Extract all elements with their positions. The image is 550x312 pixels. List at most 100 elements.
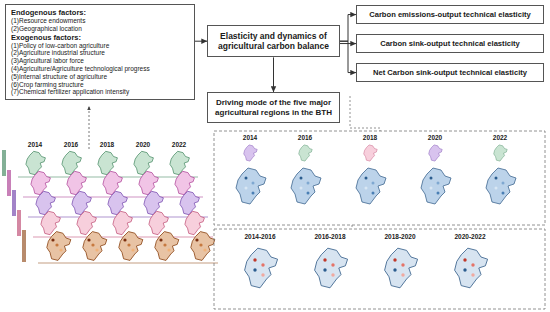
period-label: 2014-2016 <box>243 233 276 240</box>
year-label: 2022 <box>492 134 508 141</box>
map-dot <box>253 268 256 271</box>
map-dot <box>331 273 334 276</box>
map-dot <box>252 182 255 185</box>
map-dot <box>463 268 466 271</box>
region-map <box>41 211 61 234</box>
map-dot <box>245 177 248 180</box>
box-label: Elasticity and dynamics of agricultural … <box>213 31 334 51</box>
map-dot <box>463 258 466 261</box>
year-label: 2020 <box>135 141 151 148</box>
region-map <box>149 211 169 234</box>
side-tab <box>7 170 11 196</box>
region-map <box>72 191 92 214</box>
map-dot <box>323 258 326 261</box>
region-map <box>155 232 179 261</box>
factor-item: (6)Crop farming structure <box>11 81 189 89</box>
region-map <box>191 232 215 261</box>
map-dot <box>323 268 326 271</box>
layer-base <box>38 263 218 264</box>
side-tab <box>12 190 16 216</box>
region-map <box>67 171 87 194</box>
region-map <box>486 168 516 204</box>
region-map <box>385 248 418 288</box>
factor-item: (5)Internal structure of agriculture <box>11 73 189 81</box>
region-map <box>291 168 321 204</box>
region-map <box>36 191 56 214</box>
output-box: Net Carbon sink-output technical elastic… <box>356 63 544 82</box>
dashed-leader <box>352 225 353 229</box>
region-map <box>98 151 118 174</box>
map-dot <box>245 187 248 190</box>
map-dot <box>430 187 433 190</box>
output-box: Carbon emissions-output technical elasti… <box>356 5 544 24</box>
region-map <box>170 151 190 174</box>
region-map <box>356 168 386 204</box>
region-map <box>31 171 51 194</box>
map-dot <box>59 248 62 251</box>
box-label: Carbon emissions-output technical elasti… <box>361 10 539 19</box>
region-map <box>62 151 82 174</box>
map-dot <box>401 273 404 276</box>
map-dot <box>252 192 255 195</box>
region-map <box>299 145 313 161</box>
group-heading: Endogenous factors: <box>11 8 189 17</box>
factor-item: (7)Chemical fertilizer application inten… <box>11 88 189 96</box>
map-dot <box>91 243 94 246</box>
map-dot <box>502 192 505 195</box>
region-map <box>180 191 200 214</box>
flow-arrow <box>340 41 356 72</box>
year-label: 2014 <box>27 141 43 148</box>
map-dot <box>495 187 498 190</box>
region-map <box>315 248 348 288</box>
box-label: Net Carbon sink-output technical elastic… <box>361 68 539 77</box>
map-row <box>245 248 488 288</box>
region-map <box>103 171 123 194</box>
map-dot <box>261 273 264 276</box>
side-tab <box>2 150 6 176</box>
region-map <box>175 171 195 194</box>
map-dot <box>123 238 126 241</box>
map-dot <box>307 192 310 195</box>
map-dot <box>167 248 170 251</box>
map-dot <box>55 243 58 246</box>
map-dot <box>430 177 433 180</box>
factor-item: (1)Resource endowments <box>11 17 189 25</box>
map-dot <box>300 177 303 180</box>
map-dot <box>401 263 404 266</box>
map-dot <box>331 263 334 266</box>
map-dot <box>300 187 303 190</box>
map-layer <box>2 150 198 177</box>
region-map <box>113 211 132 234</box>
year-label: 2022 <box>171 141 187 148</box>
dashed-arrow <box>89 106 90 149</box>
region-map <box>139 171 159 194</box>
region-map <box>245 248 278 288</box>
region-map <box>364 145 378 161</box>
region-map <box>83 232 107 261</box>
map-layer <box>22 230 218 263</box>
region-map <box>236 168 266 204</box>
map-dot <box>307 182 310 185</box>
map-layer <box>12 190 208 217</box>
map-dot <box>199 243 202 246</box>
region-map <box>47 232 71 261</box>
side-tab <box>22 230 26 262</box>
map-dot <box>495 177 498 180</box>
region-map <box>244 145 258 161</box>
map-dot <box>502 182 505 185</box>
flow-arrow <box>273 57 274 92</box>
map-layer <box>17 210 213 237</box>
map-row <box>236 145 516 204</box>
map-dot <box>372 182 375 185</box>
map-dot <box>437 192 440 195</box>
period-label: 2018-2020 <box>383 233 416 240</box>
factor-item: (2)Agriculture industrial structure <box>11 49 189 57</box>
region-map <box>429 145 443 161</box>
year-label: 2014 <box>242 134 258 141</box>
region-map <box>494 145 508 161</box>
map-dot <box>437 182 440 185</box>
map-stack <box>2 150 218 263</box>
year-label: 2016 <box>63 141 79 148</box>
map-layer <box>7 170 203 197</box>
